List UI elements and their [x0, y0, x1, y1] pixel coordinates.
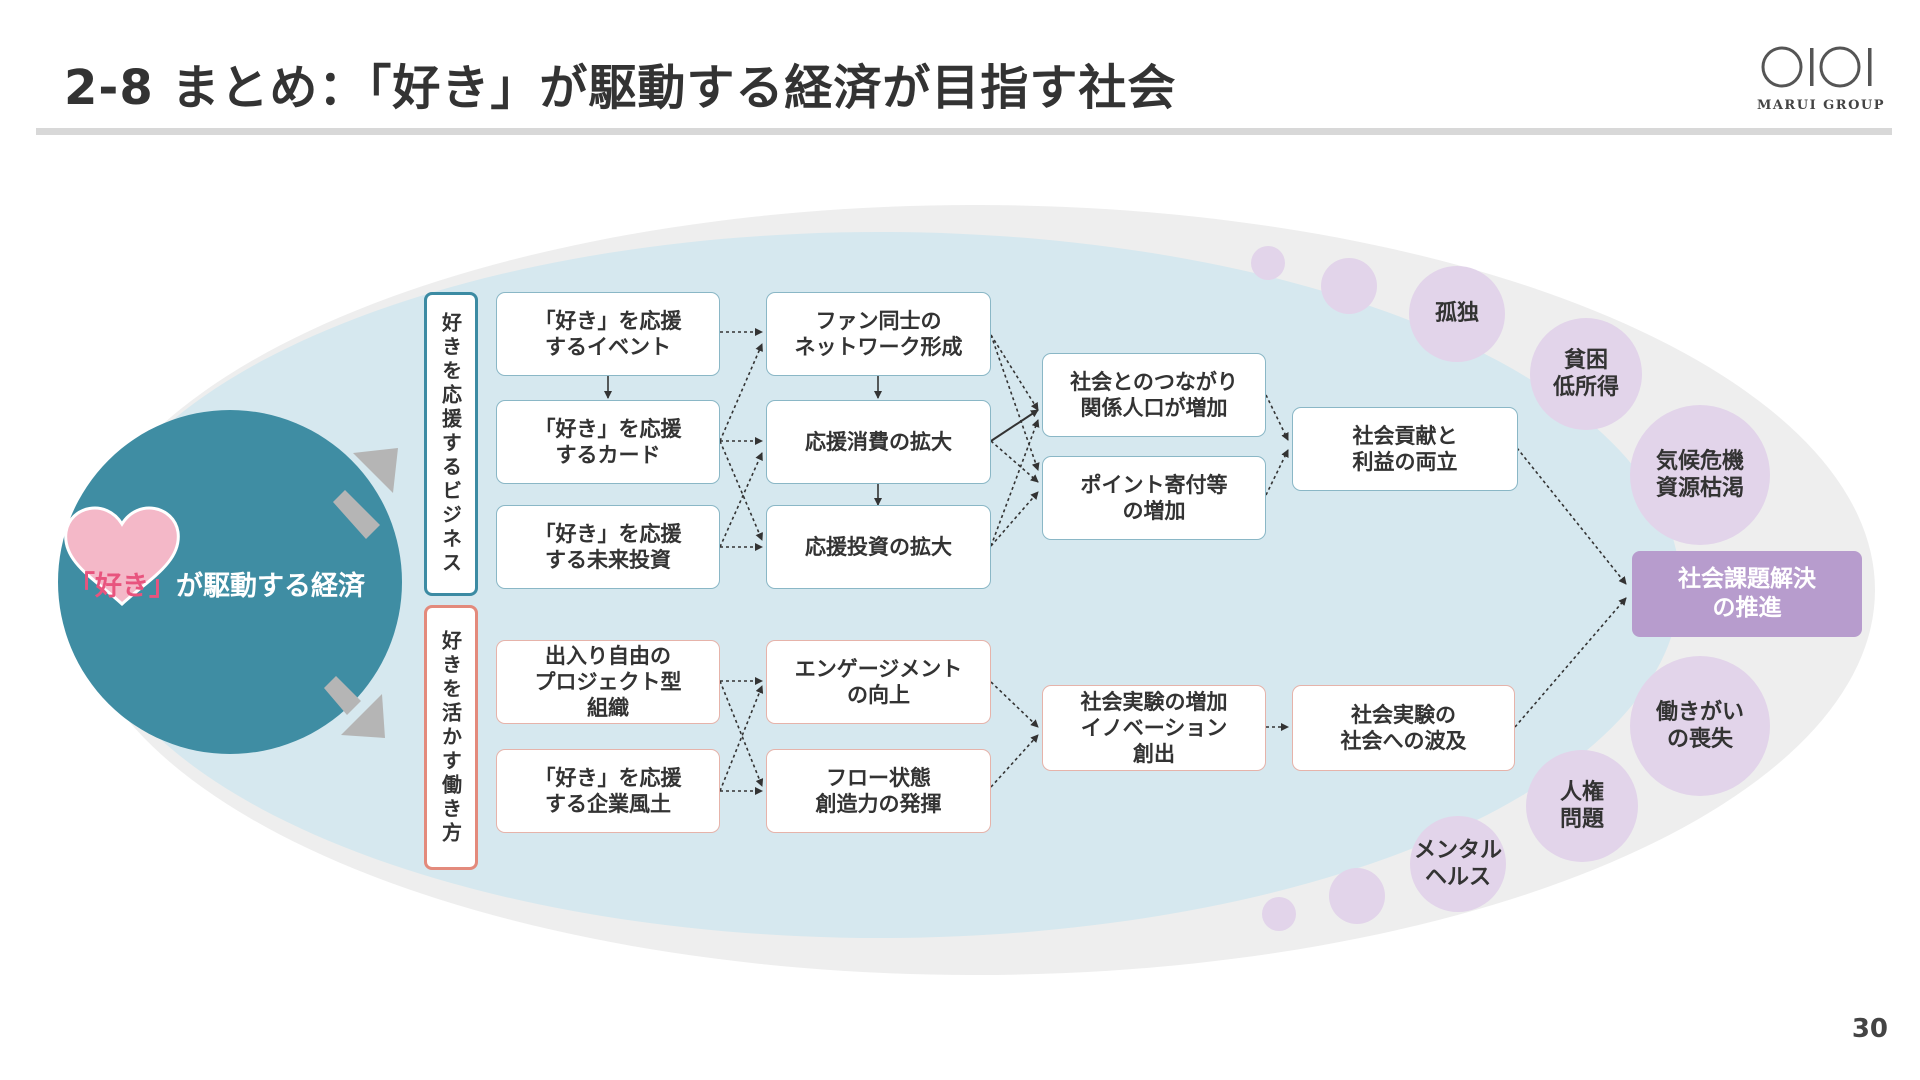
- issue-loss-of-worth: 働きがい の喪失: [1630, 656, 1770, 796]
- category-work-label: 好きを活かす働き方: [438, 629, 463, 846]
- box-social-connection: 社会とのつながり 関係人口が増加: [1042, 353, 1266, 437]
- page-title: 2-8 まとめ：「好き」が駆動する経済が目指す社会: [64, 60, 1177, 116]
- decor-dot: [1329, 868, 1385, 924]
- box-event: 「好き」を応援 するイベント: [496, 292, 720, 376]
- connector-arrows: [604, 328, 1627, 795]
- category-work: 好きを活かす働き方: [424, 605, 478, 870]
- decor-dot: [1262, 897, 1296, 931]
- issue-mental-health: メンタル ヘルス: [1410, 816, 1506, 912]
- logo-text: MARUI GROUP: [1756, 98, 1886, 113]
- box-fan-network: ファン同士の ネットワーク形成: [766, 292, 991, 376]
- economy-label-quote: 「好き」: [68, 571, 176, 602]
- box-engagement: エンゲージメント の向上: [766, 640, 991, 724]
- page-number: 30: [1851, 1014, 1888, 1044]
- goal-social-issue-solution: 社会課題解決 の推進: [1632, 551, 1862, 637]
- issue-climate-crisis: 気候危機 資源枯渇: [1630, 405, 1770, 545]
- issue-isolation: 孤独: [1409, 266, 1505, 362]
- marui-logo: MARUI GROUP: [1756, 44, 1886, 114]
- issue-human-rights: 人権 問題: [1526, 750, 1638, 862]
- box-future-investment: 「好き」を応援 する未来投資: [496, 505, 720, 589]
- box-project-organization: 出入り自由の プロジェクト型 組織: [496, 640, 720, 724]
- gray-arrow-up: [333, 448, 398, 539]
- box-card: 「好き」を応援 するカード: [496, 400, 720, 484]
- decor-dot: [1251, 246, 1285, 280]
- heart-icon: [64, 506, 180, 607]
- box-point-donation: ポイント寄付等 の増加: [1042, 456, 1266, 540]
- economy-circle: [58, 410, 402, 754]
- box-experiment-spread: 社会実験の 社会への波及: [1292, 685, 1515, 771]
- issue-poverty: 貧困 低所得: [1530, 318, 1642, 430]
- category-business: 好きを応援するビジネス: [424, 292, 478, 596]
- category-business-label: 好きを応援するビジネス: [438, 312, 463, 576]
- economy-label-rest: が駆動する経済: [176, 571, 365, 602]
- decor-dot: [1321, 258, 1377, 314]
- box-flow-state: フロー状態 創造力の発揮: [766, 749, 991, 833]
- box-contribution-profit: 社会貢献と 利益の両立: [1292, 407, 1518, 491]
- box-corporate-culture: 「好き」を応援 する企業風土: [496, 749, 720, 833]
- box-support-investment: 応援投資の拡大: [766, 505, 991, 589]
- economy-label: 「好き」が駆動する経済: [68, 564, 365, 603]
- oioi-logo-mark: [1761, 46, 1872, 88]
- box-support-consumption: 応援消費の拡大: [766, 400, 991, 484]
- gray-arrow-down: [324, 676, 385, 738]
- title-divider: [36, 128, 1892, 135]
- box-social-experiments: 社会実験の増加 イノベーション 創出: [1042, 685, 1266, 771]
